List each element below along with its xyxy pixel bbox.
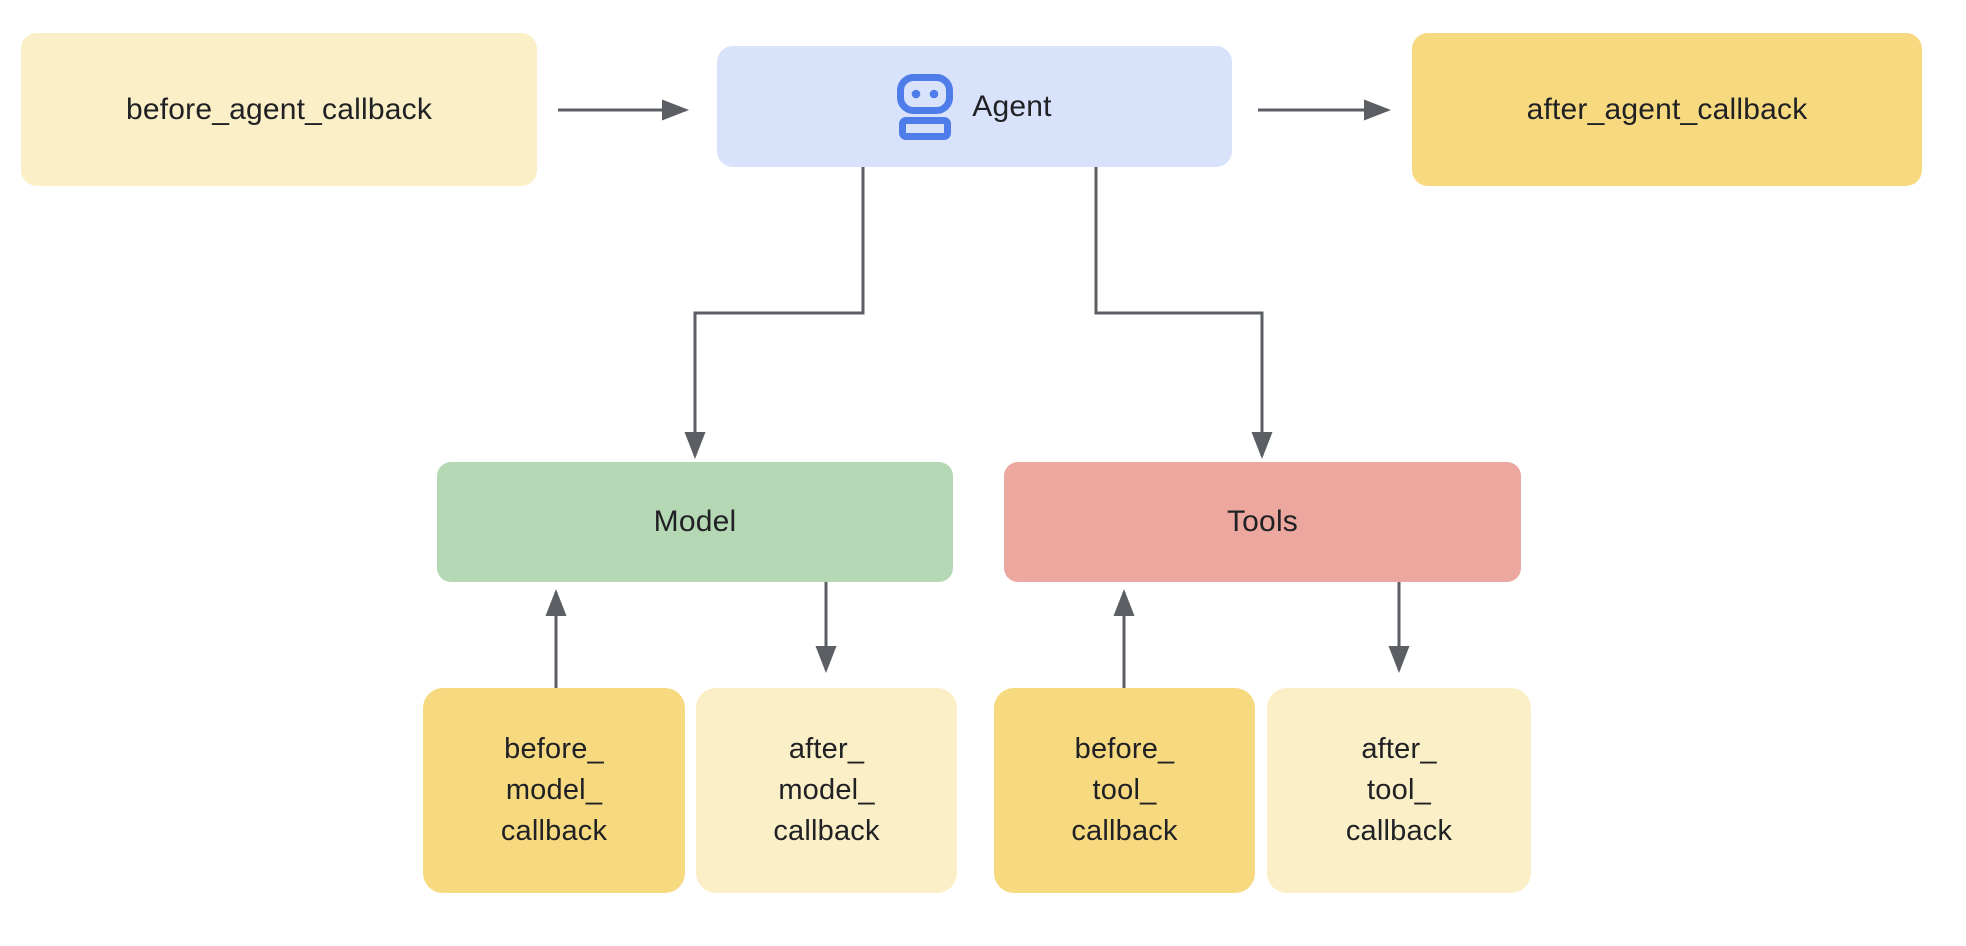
node-label: after_ tool_ callback (1346, 729, 1452, 852)
node-label: Model (653, 505, 737, 538)
label-line: callback (773, 815, 880, 847)
label-line: callback (1345, 815, 1453, 847)
label-line: before_ (504, 733, 604, 765)
node-after-model-callback: after_ model_ callback (696, 688, 957, 893)
node-after-tool-callback: after_ tool_ callback (1267, 688, 1531, 893)
node-label: before_ tool_ callback (1071, 729, 1177, 852)
node-tools: Tools (1004, 462, 1521, 582)
node-label: Tools (1226, 505, 1299, 538)
node-label: before_ model_ callback (501, 729, 607, 852)
label-line: tool_ (1367, 774, 1431, 806)
node-label: after_agent_callback (1526, 92, 1808, 126)
label-line: after_ (788, 733, 865, 765)
edge-agent-to-tools (1094, 167, 1273, 459)
node-before-agent-callback: before_agent_callback (21, 33, 537, 186)
node-after-agent-callback: after_agent_callback (1412, 33, 1922, 186)
label-line: tool_ (1092, 774, 1157, 806)
label-line: after_ (1361, 733, 1437, 765)
node-label: after_ model_ callback (773, 729, 879, 852)
node-model: Model (437, 462, 953, 582)
robot-icon (897, 73, 954, 140)
node-before-model-callback: before_ model_ callback (423, 688, 685, 893)
label-line: model_ (505, 774, 603, 806)
node-agent: Agent (717, 46, 1232, 167)
node-label: before_agent_callback (125, 92, 433, 126)
label-line: callback (1071, 815, 1178, 847)
edge-agent-to-model (684, 167, 865, 459)
label-line: before_ (1074, 733, 1175, 765)
label-line: callback (500, 815, 608, 847)
node-label: Agent (972, 89, 1052, 123)
label-line: model_ (778, 774, 875, 806)
node-before-tool-callback: before_ tool_ callback (994, 688, 1255, 893)
